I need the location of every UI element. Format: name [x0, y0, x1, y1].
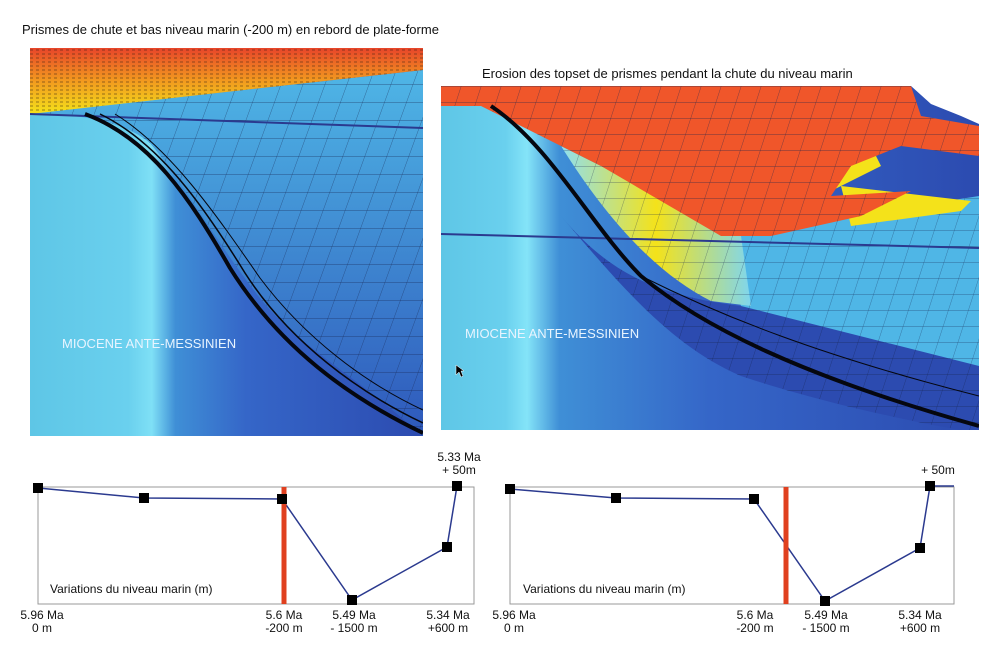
right-panel-label: MIOCENE ANTE-MESSINIEN — [465, 326, 640, 341]
right-panel-title: Erosion des topset de prismes pendant la… — [482, 66, 853, 81]
left-point-2 — [139, 493, 149, 503]
right-point-4 — [820, 596, 830, 606]
left-model-illustration — [30, 48, 423, 436]
left-label-p2: 5.6 Ma-200 m — [265, 608, 303, 635]
right-graph-frame — [509, 486, 955, 605]
right-label-p4: 5.34 Ma+600 m — [898, 608, 942, 635]
left-point-5 — [442, 542, 452, 552]
left-sea-level-graph — [33, 481, 475, 605]
right-label-p5: + 50m — [921, 463, 955, 477]
right-model-illustration — [441, 86, 979, 430]
right-label-p3: 5.49 Ma- 1500 m — [802, 608, 850, 635]
right-model-panel: MIOCENE ANTE-MESSINIEN — [441, 86, 979, 430]
left-point-6 — [452, 481, 462, 491]
left-point-3 — [277, 494, 287, 504]
right-point-6 — [925, 481, 935, 491]
right-sea-level-graph — [505, 481, 955, 606]
left-graph-caption: Variations du niveau marin (m) — [50, 582, 213, 596]
right-point-5 — [915, 543, 925, 553]
left-label-p3: 5.49 Ma- 1500 m — [330, 608, 378, 635]
left-panel-title: Prismes de chute et bas niveau marin (-2… — [22, 22, 439, 37]
right-point-2 — [611, 493, 621, 503]
left-panel-label: MIOCENE ANTE-MESSINIEN — [62, 336, 237, 351]
left-graph-frame — [37, 486, 475, 605]
right-point-1 — [505, 484, 515, 494]
left-point-1 — [33, 483, 43, 493]
left-label-p5: 5.33 Ma+ 50m — [437, 450, 481, 477]
left-sea-level-curve — [37, 485, 458, 601]
left-label-p4: 5.34 Ma+600 m — [426, 608, 470, 635]
left-data-points — [33, 481, 462, 605]
right-point-3 — [749, 494, 759, 504]
left-point-4 — [347, 595, 357, 605]
left-model-panel: MIOCENE ANTE-MESSINIEN — [30, 48, 423, 436]
right-graph-caption: Variations du niveau marin (m) — [523, 582, 686, 596]
mouse-cursor-icon — [455, 364, 465, 378]
right-label-p2: 5.6 Ma-200 m — [736, 608, 774, 635]
right-data-points — [505, 481, 935, 606]
